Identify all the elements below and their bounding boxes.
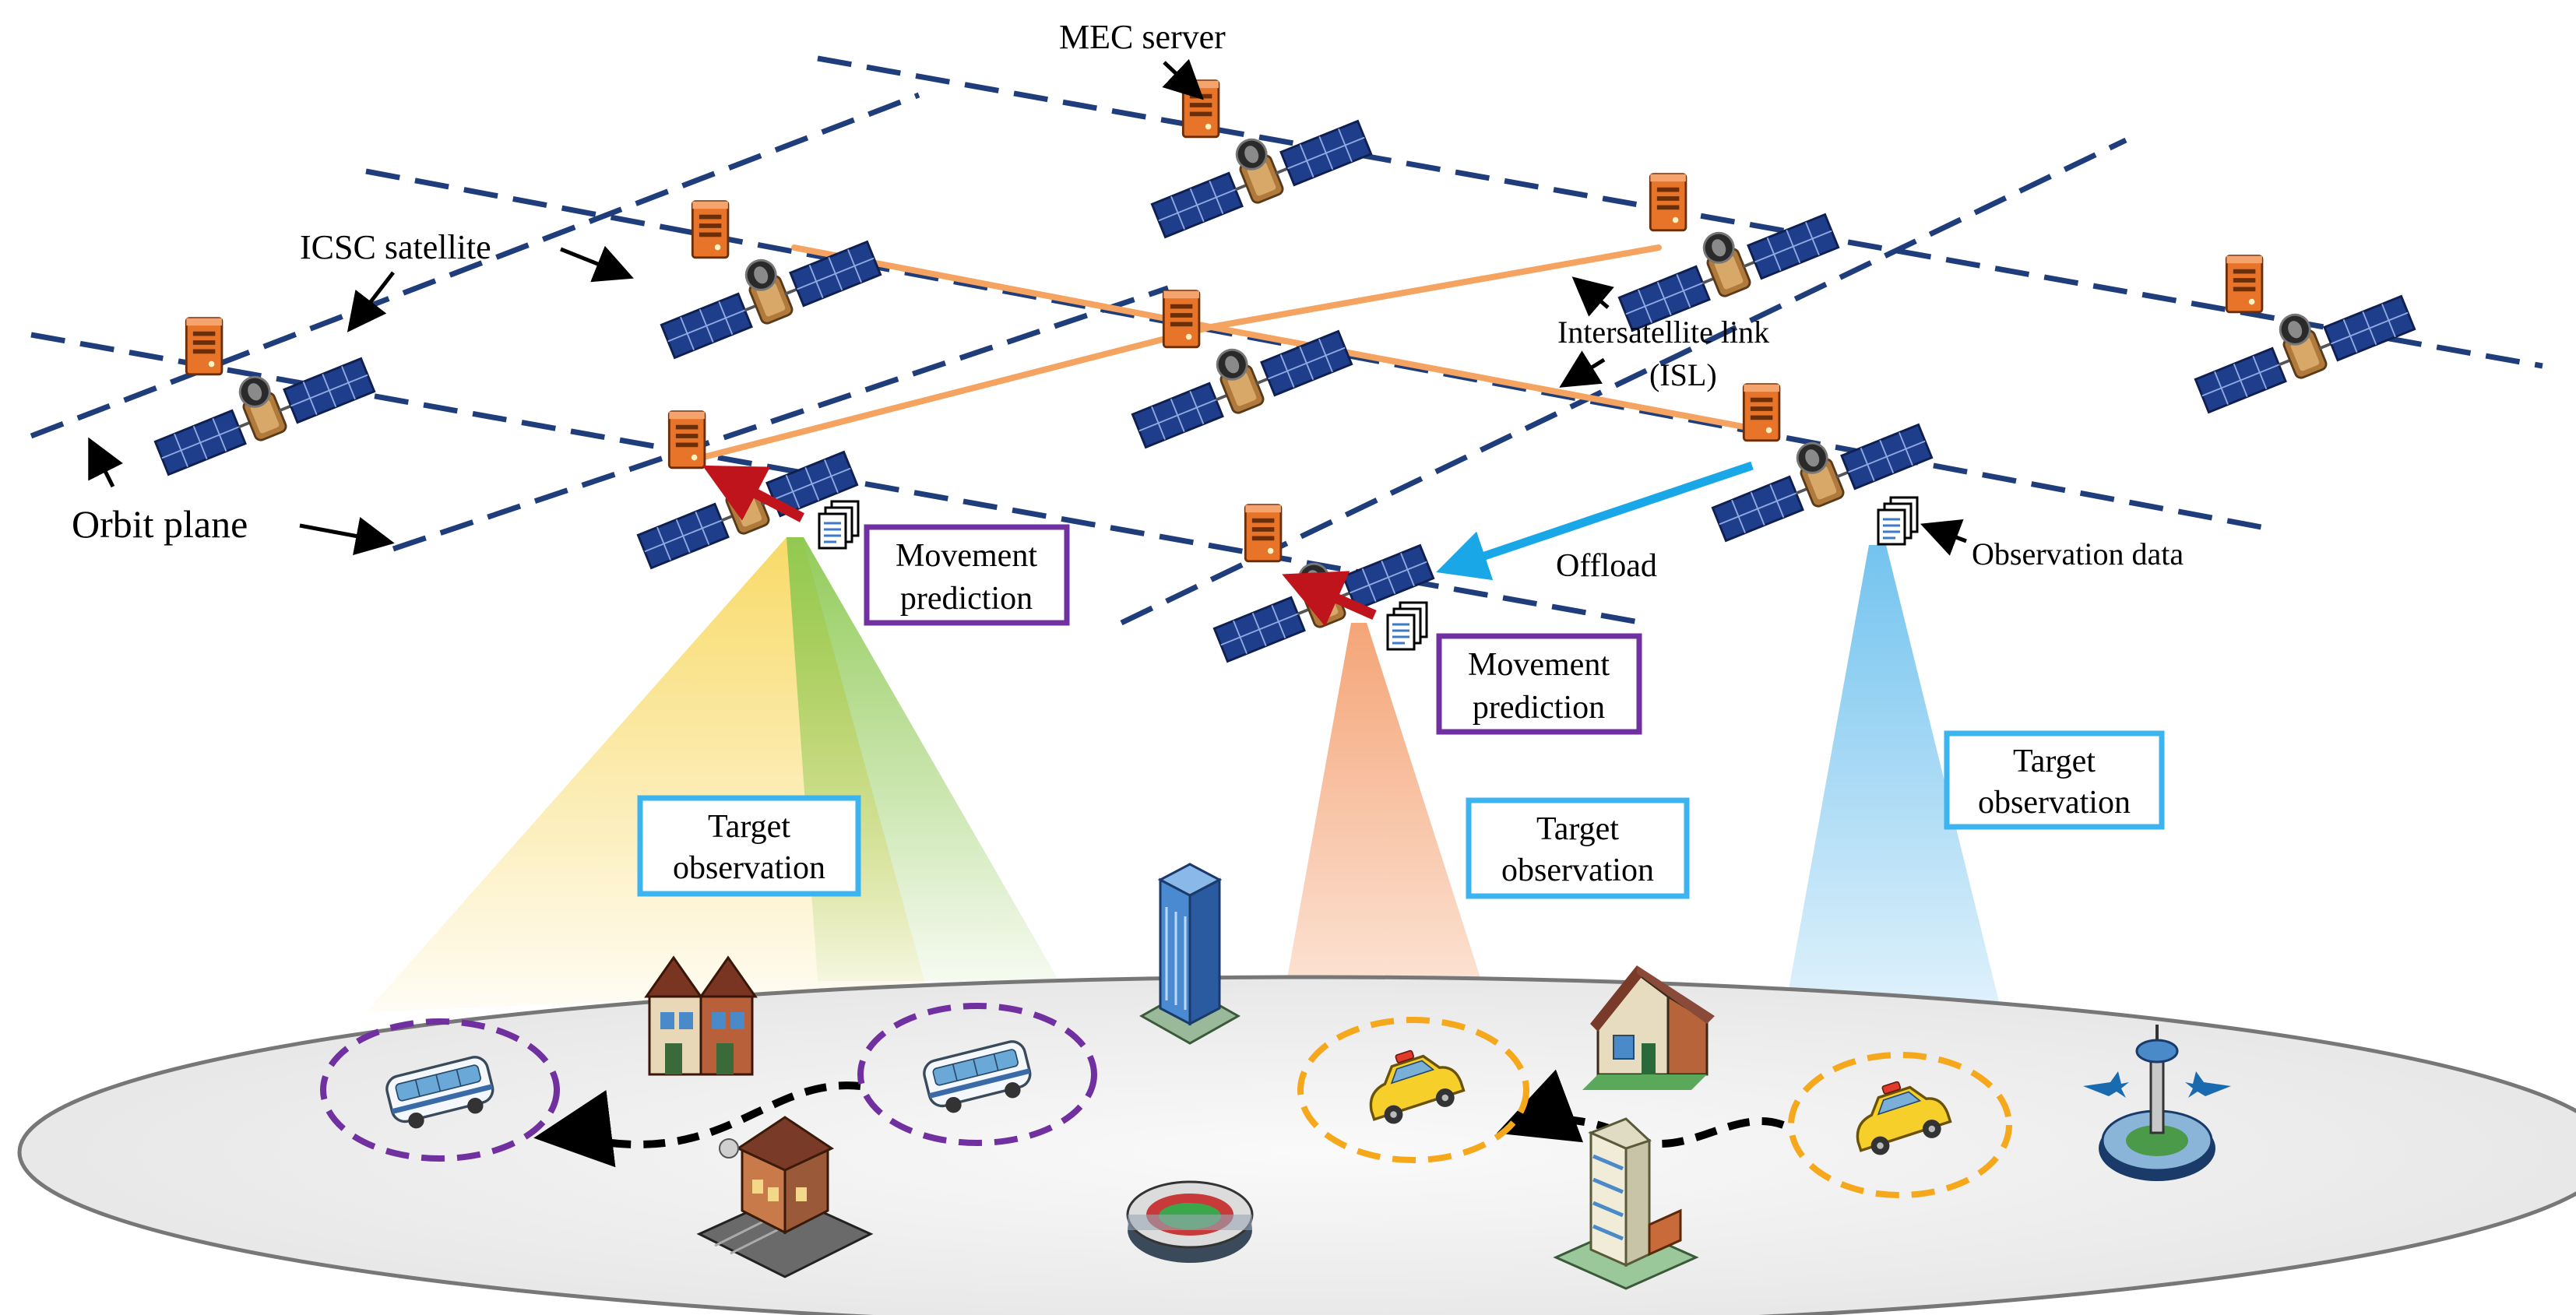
- callout-arrows: [88, 58, 1967, 556]
- target-mid-line1: Target: [1536, 811, 1619, 847]
- observation-data-icon: [1386, 601, 1428, 651]
- mec-server-label: MEC server: [1059, 18, 1226, 56]
- airport-tower-icon: [2083, 1025, 2231, 1181]
- isl-link-3: [698, 324, 1214, 461]
- target-mid-line2: observation: [1501, 853, 1654, 888]
- stadium-icon: [1126, 1180, 1254, 1263]
- townhouse-icon: [644, 955, 758, 1076]
- hotel-icon: [1553, 1117, 1699, 1290]
- target-left-line1: Target: [708, 809, 790, 845]
- movement-prediction-left-line1: Movement: [896, 538, 1037, 574]
- isl-link-4: [1208, 244, 1662, 330]
- target-observation-box-mid: Target observation: [1466, 797, 1690, 899]
- isl-callout-arrow-1: [1571, 276, 1614, 317]
- bus-circle-right: [857, 1003, 1097, 1146]
- movement-prediction-box-mid: Movement prediction: [1436, 633, 1642, 735]
- satellite-icon: [2185, 254, 2417, 417]
- observation-data-label: Observation data: [1972, 536, 2184, 571]
- orbit-line-1: [30, 92, 920, 439]
- satellite-icon: [651, 199, 883, 362]
- observation-data-callout-arrow: [1920, 519, 1967, 556]
- offload-arrow: [1436, 461, 1754, 581]
- target-observation-box-left: Target observation: [637, 795, 861, 897]
- satellite-icon: [1609, 172, 1841, 335]
- target-left-line2: observation: [673, 850, 825, 886]
- satellite-icon: [1142, 79, 1374, 241]
- movement-prediction-box-left: Movement prediction: [864, 524, 1070, 626]
- movement-prediction-left-line2: prediction: [900, 581, 1033, 617]
- prediction-arrow-mid: [1282, 571, 1377, 627]
- isl-callout-arrow-2: [1559, 350, 1606, 388]
- orbit-plane-label: Orbit plane: [72, 502, 248, 546]
- orbit-line-3: [1120, 137, 2127, 626]
- bus-circle-left: [320, 1018, 560, 1162]
- orbit-callout-arrow-1: [299, 516, 395, 556]
- taxi-circle-right: [1788, 1052, 2012, 1198]
- skyscraper-icon: [1138, 863, 1241, 1045]
- satellites: [145, 79, 2417, 666]
- offload-label: Offload: [1556, 548, 1657, 584]
- target-observation-box-right: Target observation: [1944, 730, 2165, 830]
- isl-label-line2: (ISL): [1649, 357, 1717, 392]
- observation-data-icon: [1877, 496, 1919, 546]
- target-right-line1: Target: [2013, 744, 2096, 779]
- movement-prediction-mid-line1: Movement: [1468, 647, 1610, 683]
- isl-label-line1: Intersatellite link: [1557, 315, 1769, 350]
- target-right-line2: observation: [1978, 785, 2131, 821]
- labels: MEC server ICSC satellite Orbit plane In…: [72, 18, 2184, 584]
- bus-trajectory: [533, 1081, 861, 1168]
- orbit-line-2: [392, 285, 1170, 552]
- observation-data-icon: [818, 500, 860, 550]
- mec-server-callout-arrow: [1162, 58, 1204, 100]
- orbit-callout-arrow-2: [88, 437, 124, 488]
- beam-blue: [1768, 545, 2025, 1106]
- icsc-callout-arrow-2: [347, 271, 395, 332]
- icsc-satellite-label: ICSC satellite: [300, 228, 491, 266]
- taxi-circle-left: [1297, 1017, 1529, 1163]
- icsc-callout-arrow-1: [560, 245, 634, 283]
- house-icon: [1582, 965, 1715, 1090]
- satellite-icon: [145, 316, 377, 479]
- railway-house-icon: [696, 1116, 874, 1278]
- isl-link-2: [1208, 324, 1763, 433]
- movement-prediction-mid-line2: prediction: [1473, 690, 1605, 726]
- prediction-arrow-left: [702, 465, 805, 522]
